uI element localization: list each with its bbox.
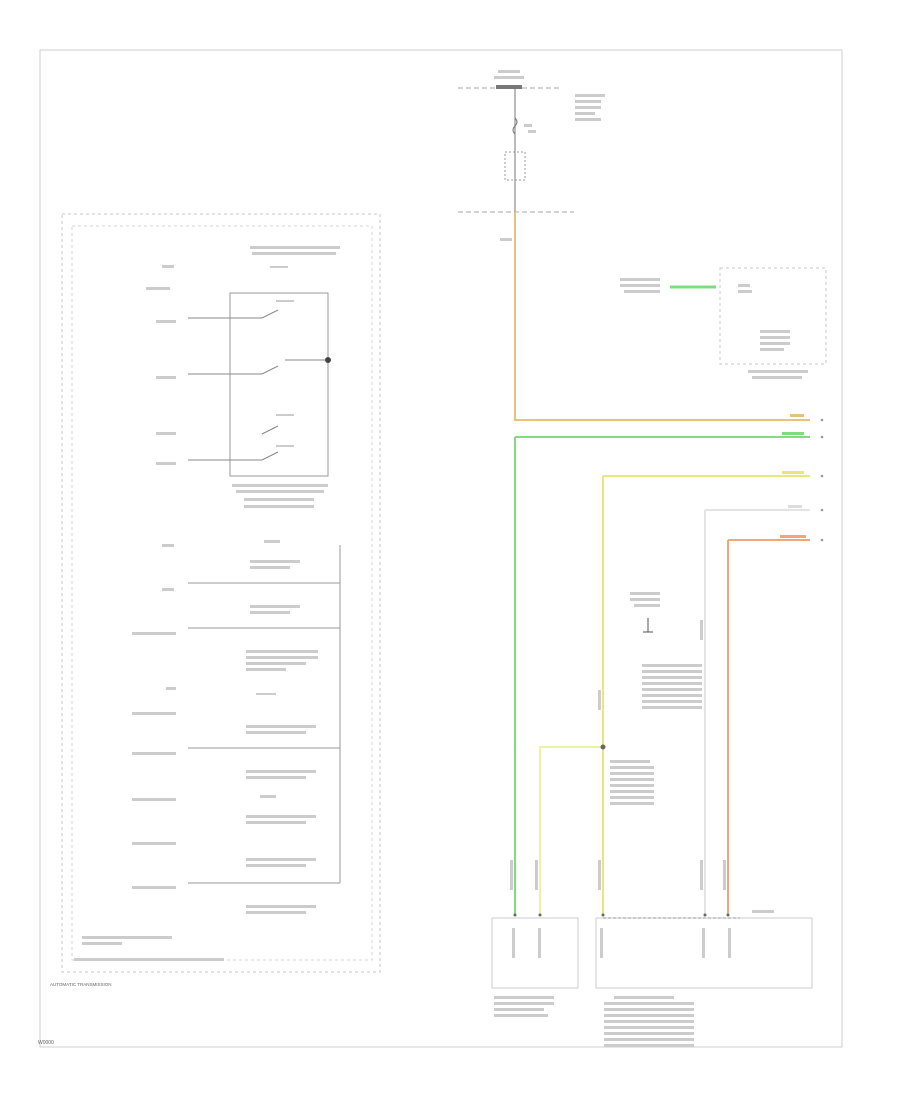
bottom-connectors [491,592,813,1047]
data-link-module [620,267,827,379]
wire-salmon [727,539,810,915]
relay-box [504,151,526,181]
solenoid-leads [188,545,341,884]
wires [514,212,810,915]
range-switch-box [229,292,329,477]
outer-frame [39,49,843,1048]
wire-yellow [602,475,810,915]
fuse-faint-labels [494,70,605,241]
outer-dashed-box [61,213,381,973]
bus-bar [496,85,522,89]
left-section-label: AUTOMATIC TRANSMISSION [50,982,112,987]
range-switch-common-node [325,357,331,363]
sheet-reference: W0000 [38,1040,54,1046]
range-switch-lines [188,309,328,461]
fuse-feed [458,70,605,241]
splice-node [600,744,606,750]
ground-symbol [643,618,653,633]
wire-orange [514,212,810,421]
wire-gray [704,509,810,915]
inner-dashed-box [71,225,373,961]
wire-yellow-branch [539,746,603,915]
left-faint-labels [74,246,340,961]
fuse-symbol [512,117,518,135]
wire-color-tags [780,414,806,538]
transmission-harness-block: AUTOMATIC TRANSMISSION [50,213,381,987]
wire-terminals [820,418,824,542]
wire-green [514,436,810,915]
